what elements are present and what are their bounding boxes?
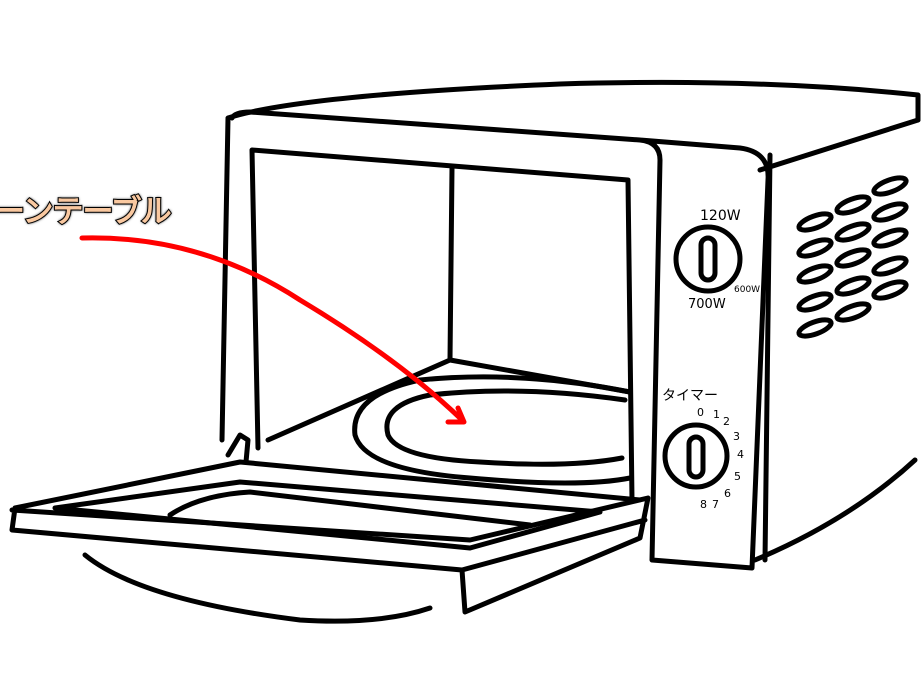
timer-number-3: 3 [733, 430, 740, 443]
timer-number-7: 7 [712, 498, 719, 511]
body-outline [219, 79, 921, 443]
timer-label: タイマー [662, 388, 718, 404]
power-label-700w: 700W [688, 297, 726, 312]
door-underside [82, 552, 433, 624]
turntable-callout-label: ーンテーブル [0, 193, 173, 231]
timer-number-1: 1 [713, 408, 720, 421]
turntable-outer [352, 374, 633, 486]
timer-number-2: 2 [723, 415, 730, 428]
turntable-inner [384, 388, 628, 467]
timer-number-5: 5 [734, 470, 741, 483]
vents [796, 175, 909, 339]
power-dial[interactable] [673, 224, 743, 294]
timer-dial[interactable] [662, 422, 730, 490]
timer-number-0: 0 [697, 406, 704, 419]
timer-number-6: 6 [724, 487, 731, 500]
door-window [52, 479, 603, 551]
cavity-frame [249, 147, 635, 503]
cavity-back [265, 165, 633, 443]
timer-number-4: 4 [737, 448, 744, 461]
callout-arrow [79, 235, 467, 425]
door-hinge [225, 432, 251, 465]
power-label-600w: 600W [734, 285, 760, 295]
side-panel [752, 117, 921, 563]
power-label-120w: 120W [700, 208, 741, 224]
timer-number-8: 8 [700, 498, 707, 511]
